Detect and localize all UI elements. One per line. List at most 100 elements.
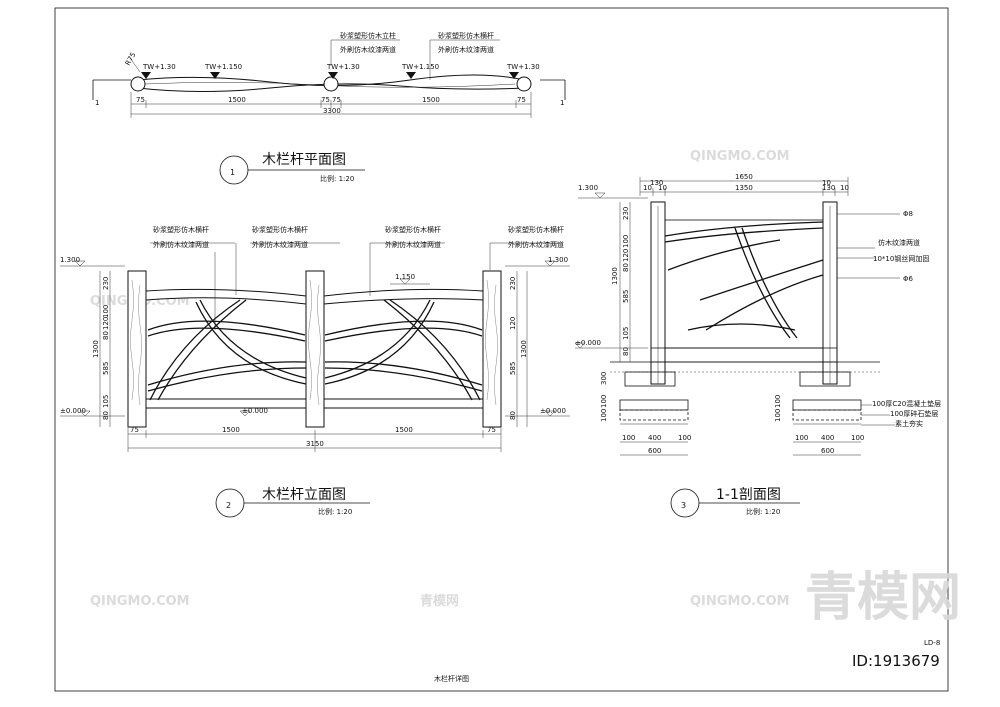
sec-top-dim-4: 10 bbox=[822, 179, 831, 187]
plan-dim-3: 75 bbox=[321, 96, 330, 104]
sec-top-dim-6: 10 bbox=[658, 184, 667, 192]
sec-top-dim-3: 1350 bbox=[735, 184, 753, 192]
sec-note-paint: 仿木纹漆两道 bbox=[878, 238, 920, 247]
tw-label-4: TW+1.150 bbox=[401, 63, 439, 71]
elev-leader-b2: 外刷仿木纹漆两道 bbox=[252, 240, 308, 249]
plan-post-left bbox=[130, 76, 146, 92]
sec-fdim-l3: 100 bbox=[678, 434, 691, 442]
sec-footing-right-concrete bbox=[792, 399, 862, 411]
watermark-small-2: QINGMO.COM bbox=[690, 594, 790, 609]
sec-foot-v2: 100 bbox=[600, 395, 608, 408]
section-mark-right: 1 bbox=[560, 99, 564, 107]
elev-number: 2 bbox=[226, 501, 231, 510]
sec-foot-v3: 100 bbox=[600, 409, 608, 422]
tw-label-3: TW+1.30 bbox=[326, 63, 360, 71]
plan-scale: 比例: 1:20 bbox=[320, 174, 354, 183]
elev-level-top-left: 1.300 bbox=[60, 256, 80, 264]
elev-leader-d2: 外刷仿木纹漆两道 bbox=[508, 240, 564, 249]
plan-number: 1 bbox=[230, 168, 235, 177]
elev-vdim-total: 1300 bbox=[92, 340, 100, 358]
plan-leader-rail-2: 外刷仿木纹漆两道 bbox=[438, 45, 494, 54]
elev-leader-c2: 外刷仿木纹漆两道 bbox=[385, 240, 441, 249]
elev-vdim-1: 230 bbox=[102, 277, 110, 290]
sec-foot-v5: 100 bbox=[774, 409, 782, 422]
sec-layer-3: 素土夯实 bbox=[895, 419, 923, 428]
elev-leader-a2: 外刷仿木纹漆两道 bbox=[153, 240, 209, 249]
sheet-number: LD-8 bbox=[924, 639, 940, 647]
elev-hdim-4: 75 bbox=[487, 426, 496, 434]
elev-leader-b1: 砂浆塑形仿木横杆 bbox=[252, 225, 308, 234]
sec-level-zero: ±0.000 bbox=[575, 339, 601, 347]
elev-vdim-6: 105 bbox=[102, 395, 110, 408]
plan-title: 木栏杆平面图 bbox=[262, 152, 346, 168]
elev-post-left bbox=[127, 270, 147, 428]
sec-number: 3 bbox=[681, 501, 686, 510]
sheet-frame bbox=[54, 7, 949, 692]
sec-fdim-r-total: 600 bbox=[821, 447, 834, 455]
sec-top-dim-2: 10 bbox=[643, 184, 652, 192]
plan-leader-rail-1: 砂浆塑形仿木横杆 bbox=[438, 31, 494, 40]
sec-layer-2: 100厚碎石垫层 bbox=[890, 409, 938, 418]
sec-vdim-4: 80 bbox=[622, 263, 630, 272]
sec-fdim-l1: 100 bbox=[622, 434, 635, 442]
elev-vdim-r-total: 1300 bbox=[520, 340, 528, 358]
sec-footing-left-concrete bbox=[619, 399, 689, 411]
sec-scale: 比例: 1:20 bbox=[746, 507, 780, 516]
sec-vdim-2: 100 bbox=[622, 235, 630, 248]
sec-title: 1-1剖面图 bbox=[716, 487, 781, 503]
elev-leader-c1: 砂浆塑形仿木横杆 bbox=[385, 225, 441, 234]
sec-fdim-r2: 400 bbox=[821, 434, 834, 442]
plan-leader-post-2: 外刷仿木纹漆两道 bbox=[340, 45, 396, 54]
sec-phi6: Φ6 bbox=[903, 275, 914, 283]
elev-vdim-7: 80 bbox=[102, 411, 110, 420]
elev-hdim-3: 1500 bbox=[395, 426, 413, 434]
plan-leader-post-1: 砂浆塑形仿木立柱 bbox=[340, 31, 396, 40]
section-view: 1650 130 10 1350 10 130 10 10 bbox=[574, 173, 941, 518]
elev-title: 木栏杆立面图 bbox=[262, 487, 346, 503]
elevation-view: 砂浆塑形仿木横杆 外刷仿木纹漆两道 砂浆塑形仿木横杆 外刷仿木纹漆两道 砂浆塑形… bbox=[60, 225, 570, 518]
sec-fdim-r3: 100 bbox=[851, 434, 864, 442]
sec-vdim-6: 105 bbox=[622, 327, 630, 340]
sec-vdim-3: 120 bbox=[622, 249, 630, 262]
sec-top-dim-7: 10 bbox=[840, 184, 849, 192]
radius-label: R75 bbox=[124, 51, 138, 67]
sec-note-mesh: 10*10钢丝网加固 bbox=[873, 254, 929, 263]
elev-hdim-2: 1500 bbox=[222, 426, 240, 434]
elev-post-right bbox=[482, 270, 502, 428]
elev-vdim-r5: 585 bbox=[509, 362, 517, 375]
elev-vdim-r7: 80 bbox=[509, 411, 517, 420]
sec-fdim-l-total: 600 bbox=[648, 447, 661, 455]
watermark-brand: 青模网 bbox=[805, 568, 961, 628]
section-mark-left: 1 bbox=[95, 99, 99, 107]
tw-label-5: TW+1.30 bbox=[506, 63, 540, 71]
plan-dim-4: 75 bbox=[332, 96, 341, 104]
sec-top-dim-1: 130 bbox=[650, 179, 663, 187]
elev-leader-d1: 砂浆塑形仿木横杆 bbox=[508, 225, 564, 234]
elev-hdim-total: 3150 bbox=[306, 440, 324, 448]
plan-dim-6: 75 bbox=[517, 96, 526, 104]
elev-level-top-right: 1.300 bbox=[548, 256, 568, 264]
sec-vdim-total: 1300 bbox=[611, 267, 619, 285]
plan-view: 1 1 TW+1.30 TW+1.150 TW+1.30 TW+1.150 TW… bbox=[92, 31, 566, 185]
plan-dim-1: 75 bbox=[136, 96, 145, 104]
sec-top-dim-5: 130 bbox=[822, 184, 835, 192]
sec-foot-v1: 300 bbox=[600, 372, 608, 385]
sec-level-top: 1.300 bbox=[578, 184, 598, 192]
plan-dim-total: 3300 bbox=[323, 107, 341, 115]
sec-layer-1: 100厚C20混凝土垫层 bbox=[872, 399, 941, 408]
elev-hdim-1: 75 bbox=[130, 426, 139, 434]
elev-level-zero-mid: ±0.000 bbox=[242, 407, 268, 415]
elev-leader-a1: 砂浆塑形仿木横杆 bbox=[153, 225, 209, 234]
sec-vdim-7: 80 bbox=[622, 347, 630, 356]
elev-post-mid bbox=[305, 270, 325, 428]
plan-dim-5: 1500 bbox=[422, 96, 440, 104]
elev-vdim-r1: 230 bbox=[509, 277, 517, 290]
sec-fdim-r1: 100 bbox=[795, 434, 808, 442]
watermark-small-cn: 青模网 bbox=[420, 593, 459, 609]
watermark-small-4: QINGMO.COM bbox=[690, 149, 790, 164]
elev-vdim-4: 80 bbox=[102, 331, 110, 340]
plan-dim-2: 1500 bbox=[228, 96, 246, 104]
tw-label-2: TW+1.150 bbox=[204, 63, 242, 71]
tw-label-1: TW+1.30 bbox=[142, 63, 176, 71]
